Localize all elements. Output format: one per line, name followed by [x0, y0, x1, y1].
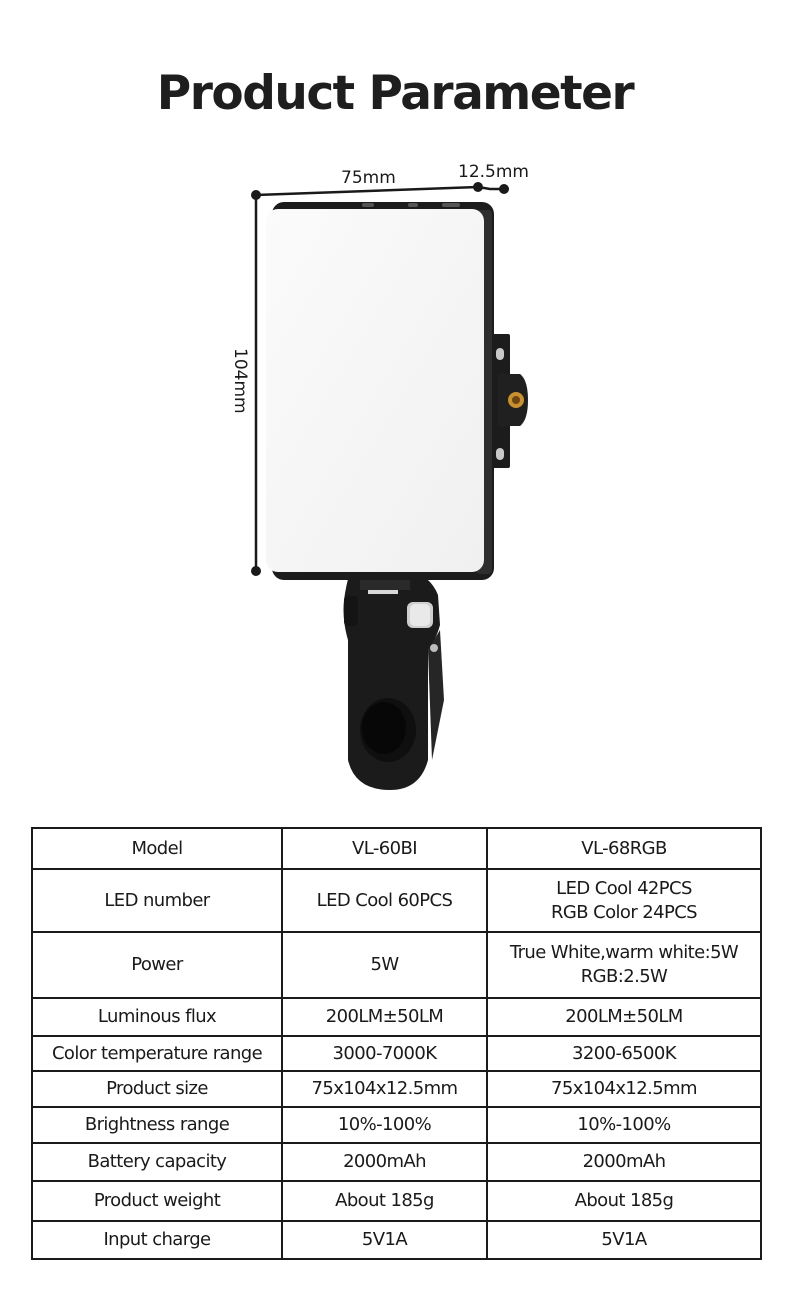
vl60bi-value-cell: 5V1A: [281, 1220, 488, 1260]
vl68rgb-value-cell: 75x104x12.5mm: [486, 1070, 762, 1108]
cell-line: RGB Color 24PCS: [551, 901, 698, 923]
cell-line: About 185g: [335, 1190, 434, 1211]
width-dimension-label: 75mm: [341, 168, 396, 188]
table-row: Product weight About 185g About 185g: [31, 1180, 762, 1222]
header-cell-model: Model: [31, 827, 283, 870]
table-row: Product size 75x104x12.5mm 75x104x12.5mm: [31, 1070, 762, 1108]
header-cell-vl60bi: VL-60BI: [281, 827, 488, 870]
table-row: Color temperature range 3000-7000K 3200-65…: [31, 1035, 762, 1072]
vl68rgb-value-cell: 2000mAh: [486, 1142, 762, 1182]
row-label-cell: Product size: [31, 1070, 283, 1108]
vl60bi-value-cell: 10%-100%: [281, 1106, 488, 1144]
vl68rgb-value-cell: About 185g: [486, 1180, 762, 1222]
vl68rgb-value-cell: 200LM±50LM: [486, 997, 762, 1037]
diffuser-panel: [266, 209, 484, 572]
cell-line: RGB:2.5W: [580, 966, 668, 987]
cell-line: 5W: [370, 954, 399, 975]
cell-line: 200LM±50LM: [325, 1006, 444, 1027]
row-label-cell: LED number: [31, 868, 283, 933]
row-label-cell: Brightness range: [31, 1106, 283, 1144]
cell-line: LED Cool 42PCS: [556, 877, 692, 899]
page-title: Product Parameter: [156, 66, 635, 121]
vl60bi-value-cell: 200LM±50LM: [281, 997, 488, 1037]
side-mount: [490, 334, 528, 468]
cell-line: 5V1A: [361, 1229, 408, 1250]
table-row: Power 5W True White,warm white:5W RGB:2.5W: [31, 931, 762, 999]
cell-line: True White,warm white:5W: [509, 942, 739, 963]
cell-line: About 185g: [574, 1190, 674, 1211]
row-label-cell: Battery capacity: [31, 1142, 283, 1182]
table-header-row: Model VL-60BI VL-68RGB: [31, 827, 762, 870]
vl60bi-value-cell: About 185g: [281, 1180, 488, 1222]
vl68rgb-value-cell: 5V1A: [486, 1220, 762, 1260]
cell-line: 75x104x12.5mm: [311, 1078, 459, 1099]
cell-line: 75x104x12.5mm: [551, 1078, 698, 1099]
spec-table: Model VL-60BI VL-68RGB LED number LED Coo…: [31, 827, 762, 1260]
header-cell-vl68rgb: VL-68RGB: [486, 827, 762, 870]
vl60bi-value-cell: LED Cool 60PCS: [281, 868, 488, 933]
row-label-cell: Input charge: [31, 1220, 283, 1260]
cell-line: 3200-6500K: [572, 1042, 677, 1064]
vl60bi-value-cell: 3000-7000K: [281, 1035, 488, 1072]
cell-line: 2000mAh: [582, 1151, 666, 1172]
height-dimension-label: 104mm: [230, 348, 250, 414]
vl68rgb-value-cell: 3200-6500K: [486, 1035, 762, 1072]
cell-line: 5V1A: [601, 1229, 647, 1250]
vl60bi-value-cell: 5W: [281, 931, 488, 999]
product-diagram: [251, 182, 528, 790]
vl68rgb-value-cell: 10%-100%: [486, 1106, 762, 1144]
vl68rgb-value-cell: True White,warm white:5W RGB:2.5W: [486, 931, 762, 999]
cell-line: 10%-100%: [337, 1114, 432, 1135]
row-label-cell: Product weight: [31, 1180, 283, 1222]
cell-line: 2000mAh: [343, 1151, 426, 1172]
depth-dimension-label: 12.5mm: [458, 162, 529, 182]
table-row: Brightness range 10%-100% 10%-100%: [31, 1106, 762, 1144]
cell-line: 200LM±50LM: [565, 1006, 683, 1027]
vl60bi-value-cell: 2000mAh: [281, 1142, 488, 1182]
cell-line: LED Cool 60PCS: [316, 889, 453, 911]
cell-line: 10%-100%: [577, 1114, 671, 1135]
row-label-cell: Power: [31, 931, 283, 999]
row-label-cell: Luminous flux: [31, 997, 283, 1037]
cell-line: 3000-7000K: [332, 1042, 438, 1064]
table-row: Battery capacity 2000mAh 2000mAh: [31, 1142, 762, 1182]
table-row: Luminous flux 200LM±50LM 200LM±50LM: [31, 997, 762, 1037]
table-row: Input charge 5V1A 5V1A: [31, 1220, 762, 1260]
vl60bi-value-cell: 75x104x12.5mm: [281, 1070, 488, 1108]
phone-clip: [343, 572, 444, 790]
row-label-cell: Color temperature range: [31, 1035, 283, 1072]
